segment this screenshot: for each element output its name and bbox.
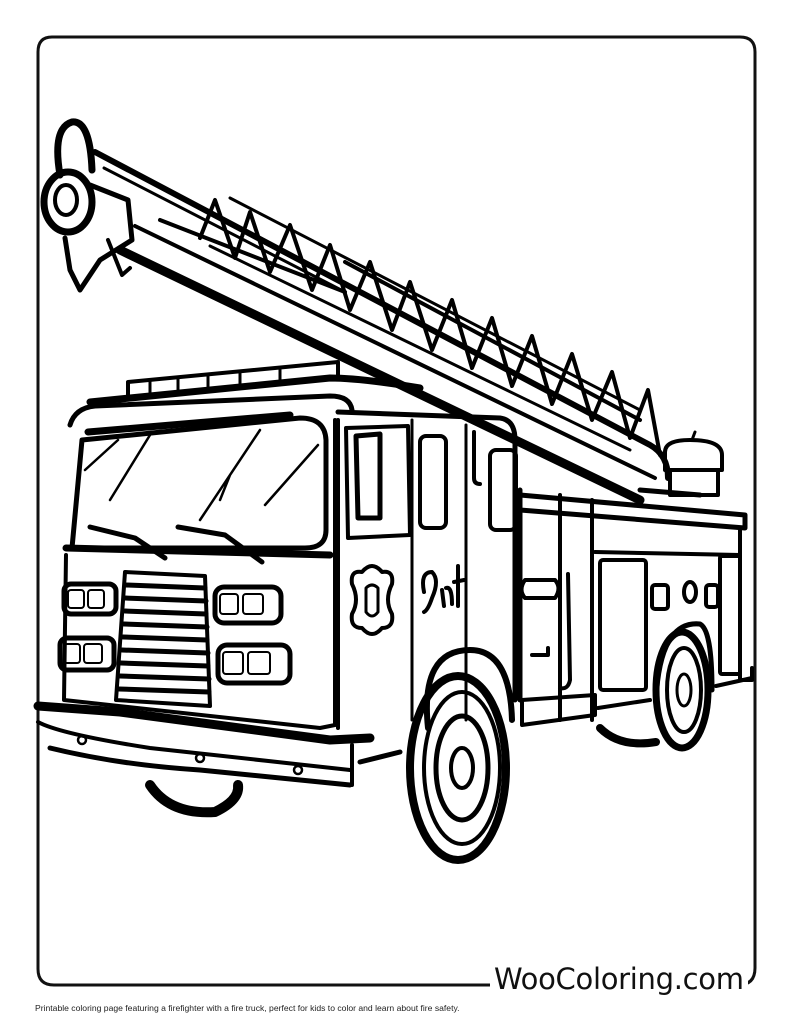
headlight — [215, 642, 293, 686]
side-compartment — [598, 558, 648, 692]
headlight — [61, 581, 119, 617]
windshield — [69, 415, 329, 551]
aerial-ladder — [92, 149, 671, 505]
front-grille — [114, 570, 212, 708]
badge-emblem — [349, 564, 395, 636]
cab-window — [488, 448, 518, 532]
ladder-turntable — [637, 430, 724, 498]
cab-door — [344, 424, 412, 540]
rear-wheel — [596, 621, 715, 752]
page-caption: Printable coloring page featuring a fire… — [35, 1003, 460, 1013]
cab-side — [335, 409, 518, 730]
front-wheel — [145, 647, 515, 864]
headlight — [57, 635, 117, 673]
headlight — [212, 584, 284, 626]
side-compartment — [718, 554, 742, 676]
front-bumper — [33, 701, 403, 788]
body — [517, 487, 754, 727]
ladder-nozzle — [40, 118, 135, 293]
cab-window — [418, 434, 448, 530]
site-logo: WooColoring.com — [490, 962, 748, 996]
cab — [57, 360, 424, 730]
